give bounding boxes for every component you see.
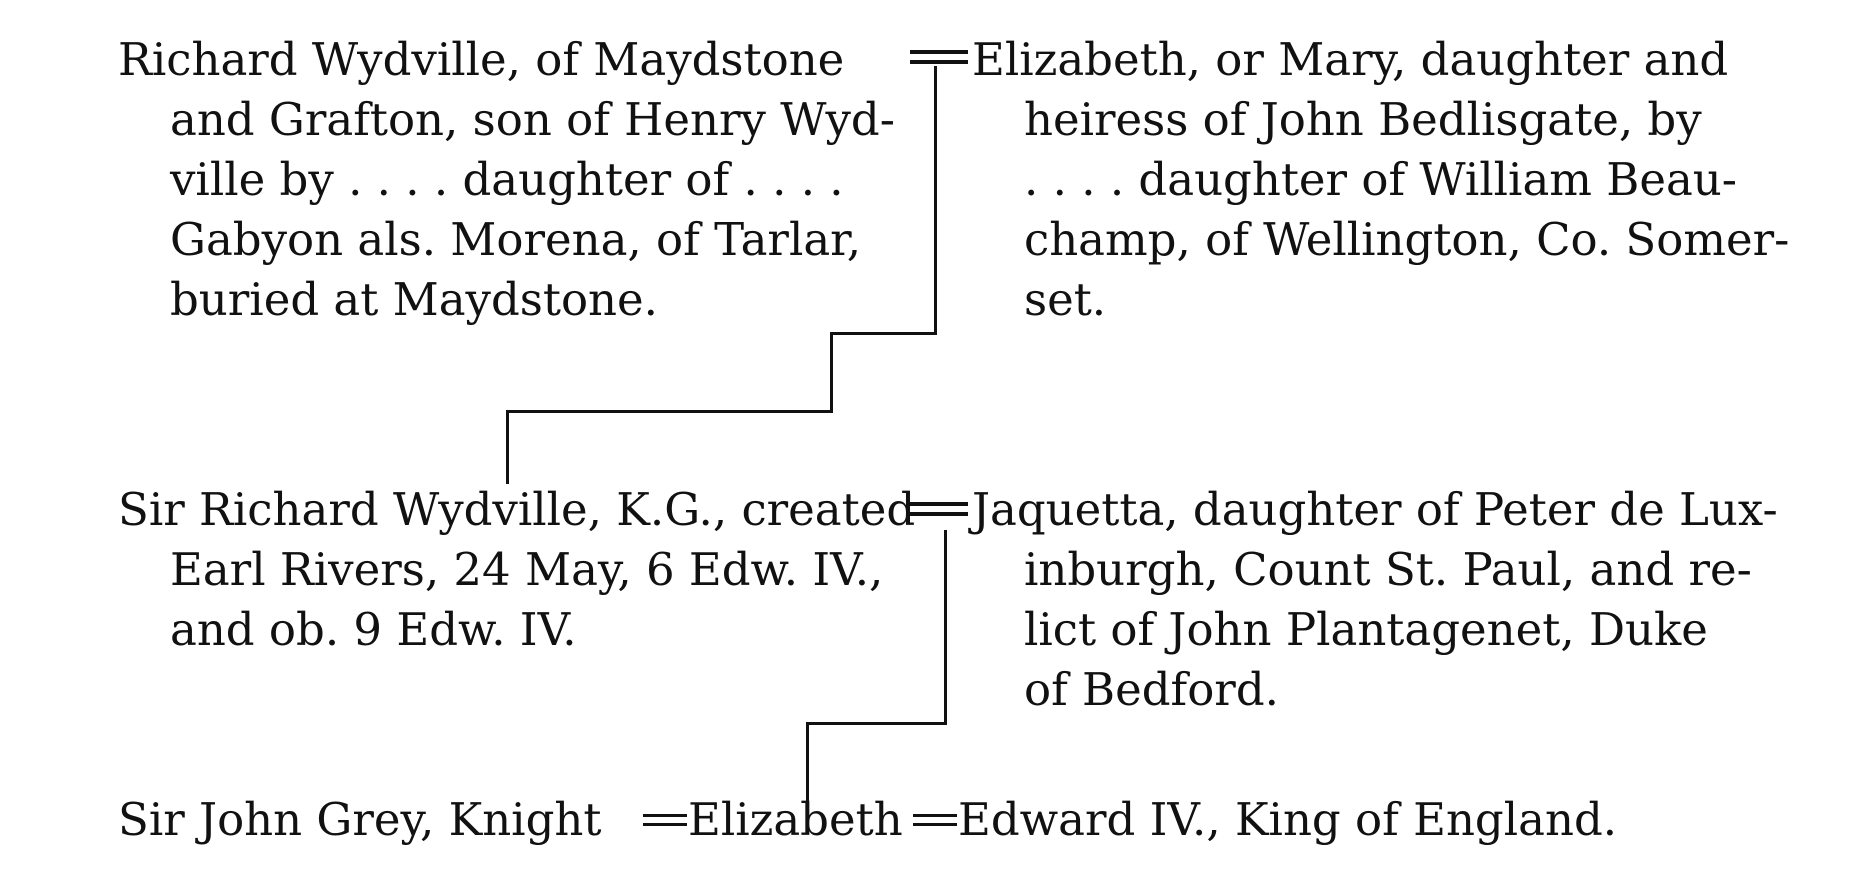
gen3-first-marriage-sign	[643, 814, 687, 826]
gen1-husband-line-1: Richard Wydville, of Maydstone	[118, 33, 845, 86]
gen1-wife-line-3: . . . . daughter of William Beau-	[1024, 153, 1737, 206]
gen1-husband-line-2: and Grafton, son of Henry Wyd-	[170, 93, 895, 146]
gen2-husband-line-2: Earl Rivers, 24 May, 6 Edw. IV.,	[170, 543, 884, 596]
gen2-husband-entry: Sir Richard Wydville, K.G., created Earl…	[118, 480, 918, 670]
gen2-wife-line-1: Jaquetta, daughter of Peter de Lux-	[972, 483, 1778, 536]
gen2-descent-line-down	[944, 530, 947, 725]
gen1-husband-line-5: buried at Maydstone.	[170, 273, 658, 326]
gen1-descent-line-down	[934, 66, 937, 334]
gen2-wife-entry: Jaquetta, daughter of Peter de Lux- inbu…	[972, 480, 1842, 730]
gen1-husband-line-3: ville by . . . . daughter of . . . .	[170, 153, 844, 206]
gen2-marriage-sign	[910, 502, 968, 516]
gen3-second-husband: Edward IV., King of England.	[958, 793, 1618, 846]
gen1-wife-line-4: champ, of Wellington, Co. Somer-	[1024, 213, 1790, 266]
gen1-husband-line-4: Gabyon als. Morena, of Tarlar,	[170, 213, 862, 266]
gen1-descent-line-across	[506, 410, 833, 413]
gen3-first-husband: Sir John Grey, Knight	[118, 793, 602, 846]
gen1-wife-entry: Elizabeth, or Mary, daughter and heiress…	[972, 30, 1842, 340]
gen2-wife-line-4: of Bedford.	[1024, 663, 1279, 716]
gen1-descent-line-to-son	[506, 410, 509, 484]
gen1-marriage-sign	[910, 50, 968, 64]
gen2-husband-line-1: Sir Richard Wydville, K.G., created	[118, 483, 916, 536]
gen2-husband-line-3: and ob. 9 Edw. IV.	[170, 603, 577, 656]
gen1-husband-entry: Richard Wydville, of Maydstone and Graft…	[118, 30, 918, 340]
gen3-daughter: Elizabeth	[688, 793, 903, 846]
gen2-wife-line-3: lict of John Plantagenet, Duke	[1024, 603, 1708, 656]
gen1-wife-line-2: heiress of John Bedlisgate, by	[1024, 93, 1702, 146]
gen2-descent-line-across	[806, 722, 947, 725]
gen1-wife-line-5: set.	[1024, 273, 1107, 326]
gen2-descent-line-to-daughter	[806, 722, 809, 808]
gen1-wife-line-1: Elizabeth, or Mary, daughter and	[972, 33, 1729, 86]
gen3-second-marriage-sign	[913, 814, 957, 826]
gen1-descent-line-drop	[830, 332, 833, 413]
gen1-descent-line-step	[830, 332, 937, 335]
gen2-wife-line-2: inburgh, Count St. Paul, and re-	[1024, 543, 1752, 596]
